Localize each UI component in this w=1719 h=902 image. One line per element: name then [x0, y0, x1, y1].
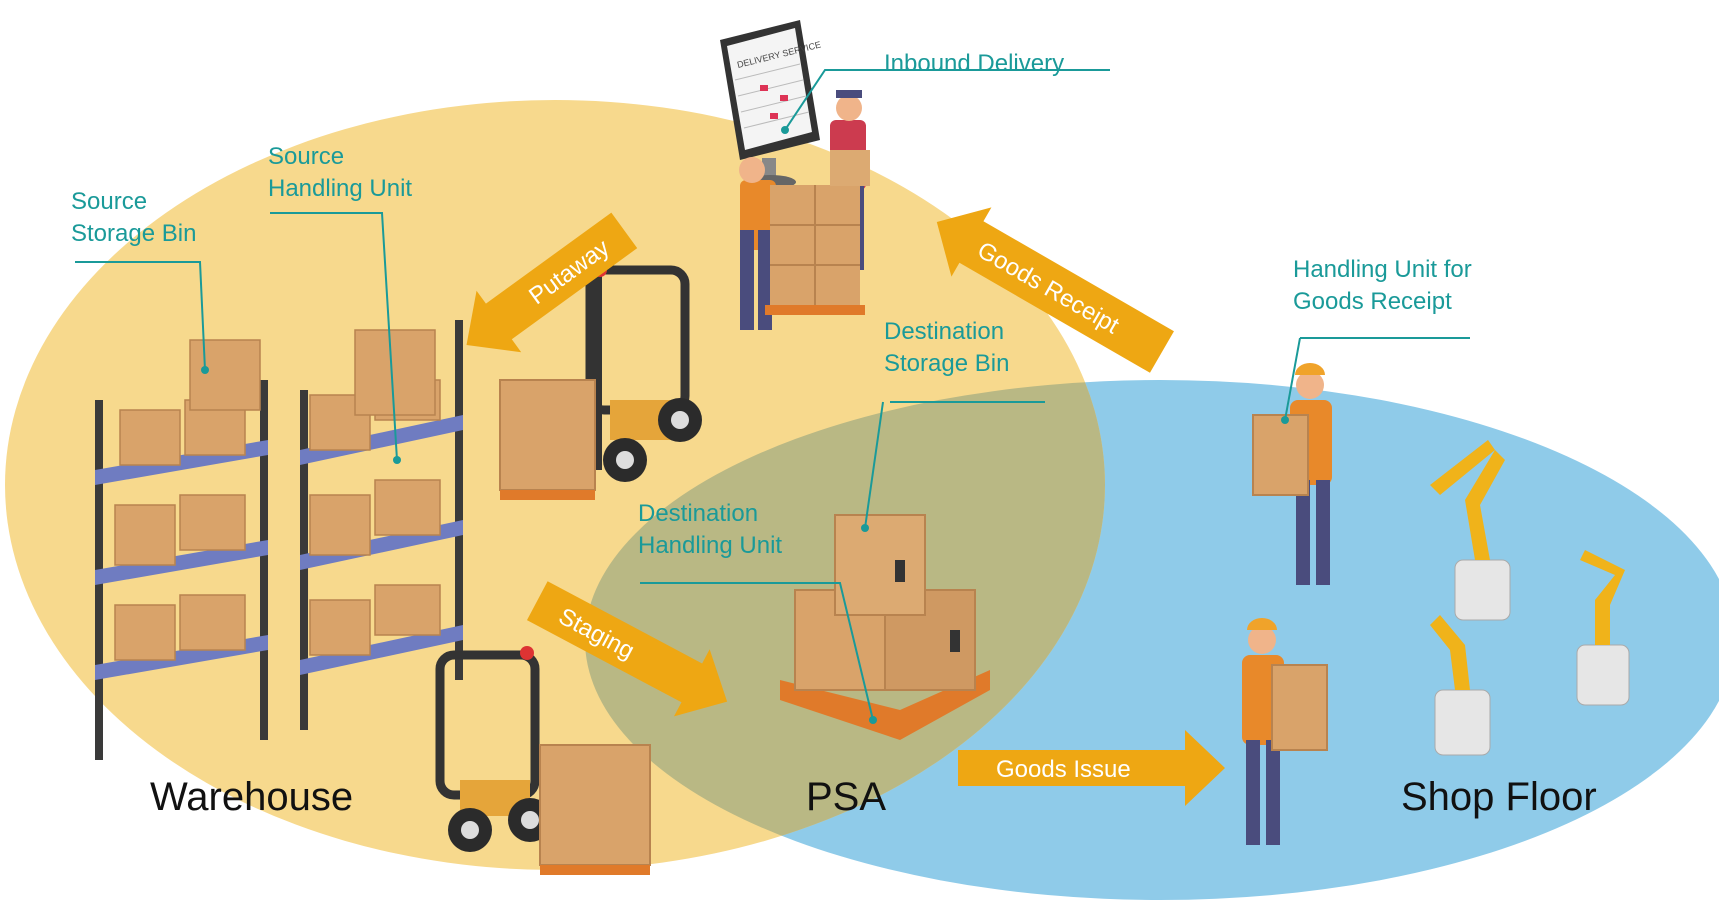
source-storage-bin-label: Source Storage Bin	[71, 186, 196, 250]
destination-handling-unit-line1: Destination	[638, 500, 759, 527]
destination-storage-bin-drop	[864, 401, 884, 529]
source-handling-unit-line2: Handling Unit	[268, 175, 413, 202]
goods-issue-arrow[interactable]: Goods Issue	[958, 730, 1225, 806]
psa-zone-label: PSA	[806, 775, 887, 819]
destination-handling-unit-leader	[640, 582, 874, 721]
callout-dots	[201, 126, 1289, 724]
worker-icon	[1252, 363, 1332, 585]
forklift-icon	[499, 250, 702, 500]
handling-unit-goods-receipt-label: Handling Unit for Goods Receipt	[1293, 254, 1472, 318]
inbound-workers	[739, 90, 870, 330]
source-storage-bin-line2: Storage Bin	[71, 220, 197, 247]
callout-leaders	[75, 69, 1470, 721]
inbound-delivery-leader	[784, 69, 1110, 131]
destination-storage-bin-label: Destination Storage Bin	[884, 316, 1009, 380]
destination-storage-bin-line2: Storage Bin	[884, 350, 1010, 377]
psa-zone	[585, 380, 1105, 870]
destination-handling-unit-line2: Handling Unit	[638, 532, 783, 559]
shelf-rack-icon	[95, 320, 463, 760]
inbound-delivery-label: Inbound Delivery	[884, 50, 1065, 77]
robot-arm-icon	[1430, 440, 1630, 756]
goods-receipt-hu-drop	[1284, 337, 1301, 421]
destination-handling-unit-label: Destination Handling Unit	[638, 498, 782, 562]
source-handling-unit-leader	[270, 212, 398, 461]
source-handling-unit-label: Source Handling Unit	[268, 141, 412, 205]
destination-storage-bin-line1: Destination	[884, 318, 1005, 345]
warehouse-zone-label: Warehouse	[150, 775, 354, 819]
handling-unit-goods-receipt-line2: Goods Receipt	[1293, 288, 1452, 315]
pallet-icon	[780, 514, 990, 740]
shop-floor-zone-label: Shop Floor	[1401, 775, 1597, 819]
goods-issue-label: Goods Issue	[996, 756, 1131, 783]
forklift-icon	[435, 646, 651, 875]
source-storage-bin-leader	[75, 261, 206, 371]
source-handling-unit-line1: Source	[268, 143, 345, 170]
worker-icon	[1242, 618, 1328, 845]
handling-unit-goods-receipt-line1: Handling Unit for	[1293, 256, 1472, 283]
source-storage-bin-line1: Source	[71, 188, 148, 215]
